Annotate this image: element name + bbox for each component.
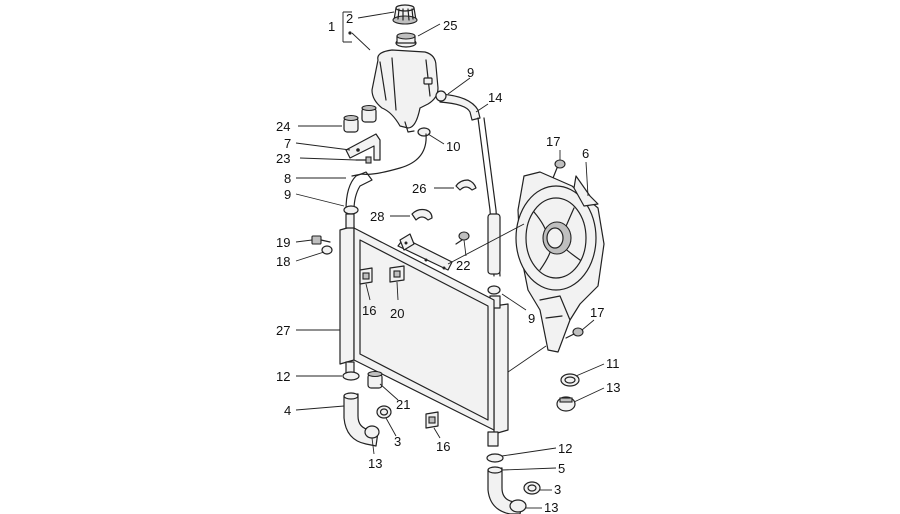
cooling-fan [515, 171, 605, 353]
clamp-12-left [342, 371, 360, 381]
expansion-tank [371, 49, 439, 133]
hose-14 [439, 93, 501, 277]
callout-16-bottom: 16 [436, 439, 450, 454]
callout-19: 19 [276, 235, 290, 250]
screw-17-top [552, 159, 566, 179]
callout-3-left: 3 [394, 434, 401, 449]
callout-11: 11 [606, 356, 620, 371]
callout-13-left: 13 [368, 456, 382, 471]
washer-18 [321, 245, 333, 255]
callout-13-bottom: 13 [544, 500, 558, 514]
rubber-mounts [343, 104, 377, 133]
callout-9-left: 9 [284, 187, 291, 202]
callout-28: 28 [370, 209, 384, 224]
callout-9-right: 9 [528, 311, 535, 326]
screw-22 [455, 231, 470, 245]
callout-labels: 1 2 25 9 14 24 7 23 10 17 6 8 26 9 28 19… [276, 11, 620, 514]
screw-19 [311, 235, 331, 245]
callout-20: 20 [390, 306, 404, 321]
callout-16-top: 16 [362, 303, 376, 318]
callout-25: 25 [443, 18, 457, 33]
clamp-12-right [486, 453, 504, 463]
callout-7: 7 [284, 136, 291, 151]
callout-24: 24 [276, 119, 290, 134]
screw-17-bottom [565, 327, 584, 339]
clamp-13-right [556, 396, 576, 412]
callout-4: 4 [284, 403, 291, 418]
callout-10: 10 [446, 139, 460, 154]
callout-27: 27 [276, 323, 290, 338]
cap-gasket [395, 32, 417, 48]
callout-12-left: 12 [276, 369, 290, 384]
clamp-9-top [435, 90, 447, 102]
callout-3-right: 3 [554, 482, 561, 497]
ring-26 [455, 179, 477, 191]
callout-5: 5 [558, 461, 565, 476]
clip-16-top [359, 267, 373, 285]
callout-1: 1 [328, 19, 335, 34]
expansion-tank-cap [392, 4, 418, 25]
callout-21: 21 [396, 397, 410, 412]
clamp-11 [560, 373, 580, 387]
mounting-bracket [345, 133, 381, 161]
clamp-13-bottom [509, 499, 527, 513]
callout-13-right: 13 [606, 380, 620, 395]
callout-26: 26 [412, 181, 426, 196]
callout-14: 14 [488, 90, 502, 105]
clamp-10 [417, 127, 431, 137]
clamp-3-left [376, 405, 392, 419]
callout-6: 6 [582, 146, 589, 161]
radiator [339, 213, 509, 447]
leader-lines [295, 11, 605, 509]
callout-17-top: 17 [546, 134, 560, 149]
callout-2: 2 [346, 11, 353, 26]
clip-21 [367, 370, 383, 389]
clamp-9-right [487, 285, 501, 295]
callout-22: 22 [456, 258, 470, 273]
callout-12-right: 12 [558, 441, 572, 456]
callout-17-bottom: 17 [590, 305, 604, 320]
callout-18: 18 [276, 254, 290, 269]
callout-9-top: 9 [467, 65, 474, 80]
clip-20 [389, 265, 405, 283]
clip-16-bottom [425, 411, 439, 429]
clamp-9-left [343, 205, 359, 215]
clamp-3-right [523, 481, 541, 495]
callout-8: 8 [284, 171, 291, 186]
ring-28 [411, 208, 433, 221]
clamp-13-left [364, 425, 380, 439]
callout-23: 23 [276, 151, 290, 166]
screw-23 [355, 156, 372, 164]
hose-8 [345, 133, 427, 211]
